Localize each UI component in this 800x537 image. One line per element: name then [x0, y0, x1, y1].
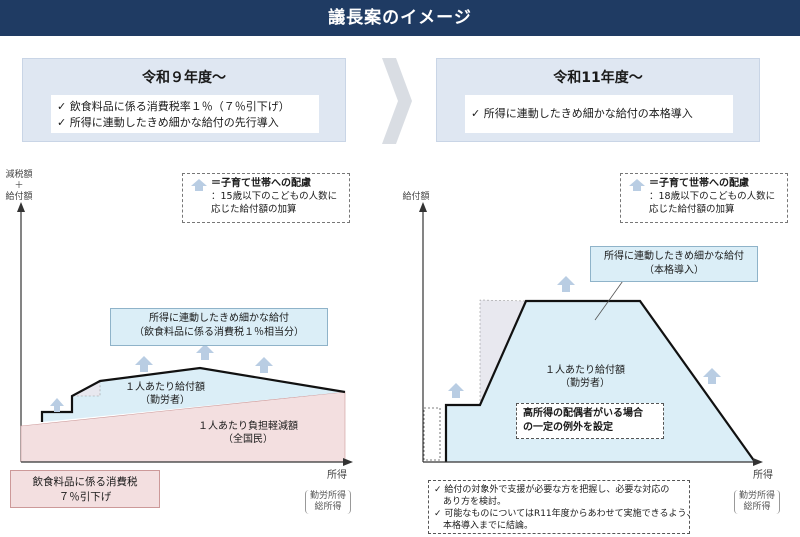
high-income-spouse-exception: 高所得の配偶者がいる場合 の一定の例外を設定 [516, 403, 664, 439]
right-phase-panel: 令和11年度～ ✓ 所得に連動したきめ細かな給付の本格導入 [436, 58, 760, 142]
up-arrow-icon [135, 356, 153, 372]
left-phase-title: 令和９年度～ [142, 70, 226, 86]
up-arrow-icon [50, 398, 64, 412]
left-benefit-label: １人あたり給付額 （勤労者） [125, 382, 205, 406]
consumption-tax-cut-label: 飲食料品に係る消費税 ７％引下げ [10, 470, 160, 508]
page-title: 議長案のイメージ [0, 0, 800, 36]
left-benefit-callout: 所得に連動したきめ細かな給付 （飲食料品に係る消費税１％相当分） [110, 308, 328, 346]
left-phase-item: ✓ 所得に連動したきめ細かな給付の先行導入 [57, 116, 279, 129]
right-y-axis-arrowhead [419, 202, 427, 212]
right-benefit-callout: 所得に連動したきめ細かな給付 （本格導入） [590, 246, 758, 282]
right-legend: ＝子育て世帯への配慮 ：18歳以下のこどもの人数に 応じた給付額の加算 [620, 173, 788, 223]
up-arrow-icon [196, 344, 214, 360]
left-phase-items: ✓ 飲食料品に係る消費税率１％（７％引下げ） ✓ 所得に連動したきめ細かな給付の… [51, 95, 319, 133]
left-phase-item: ✓ 飲食料品に係る消費税率１％（７％引下げ） [57, 100, 290, 113]
up-arrow-icon [703, 368, 721, 384]
up-arrow-icon [255, 357, 273, 373]
right-callout-leader [594, 277, 626, 321]
right-phase-title: 令和11年度～ [553, 70, 643, 86]
right-y-axis-label: 給付額 [402, 192, 430, 202]
up-arrow-icon [629, 179, 645, 191]
up-arrow-icon [557, 276, 575, 292]
left-x-axis-sub: 勤労所得 総所得 [305, 490, 351, 514]
right-phase-items: ✓ 所得に連動したきめ細かな給付の本格導入 [465, 95, 733, 133]
right-x-axis-arrowhead [753, 458, 763, 466]
benefit-outline [40, 366, 346, 422]
up-arrow-icon [448, 383, 464, 398]
right-phase-item: ✓ 所得に連動したきめ細かな給付の本格導入 [471, 107, 693, 120]
right-x-axis-label: 所得 [753, 470, 773, 481]
left-phase-panel: 令和９年度～ ✓ 飲食料品に係る消費税率１％（７％引下げ） ✓ 所得に連動したき… [22, 58, 346, 142]
left-y-axis-arrowhead [17, 202, 25, 212]
up-arrow-icon [191, 179, 207, 191]
notes-box: ✓ 給付の対象外で支援が必要な方を把握し、必要な対応の あり方を検討。 ✓ 可能… [428, 480, 695, 534]
left-x-axis-label: 所得 [327, 470, 347, 481]
left-y-axis-label: 減税額 ＋ 給付額 [5, 170, 33, 202]
left-chart-area [17, 202, 353, 466]
excluded-low-income-box [423, 407, 441, 461]
left-legend: ＝子育て世帯への配慮 ：15歳以下のこどもの人数に 応じた給付額の加算 [182, 173, 350, 223]
benefit-area [42, 368, 345, 422]
chevron-right-icon [382, 58, 412, 144]
left-x-axis-arrowhead [343, 458, 353, 466]
tax-reduction-label: １人あたり負担軽減額 （全国民） [198, 421, 298, 445]
right-benefit-label: １人あたり給付額 （勤労者） [545, 365, 625, 389]
right-benefit-outline [444, 299, 756, 463]
right-x-axis-sub: 勤労所得 総所得 [734, 490, 780, 514]
